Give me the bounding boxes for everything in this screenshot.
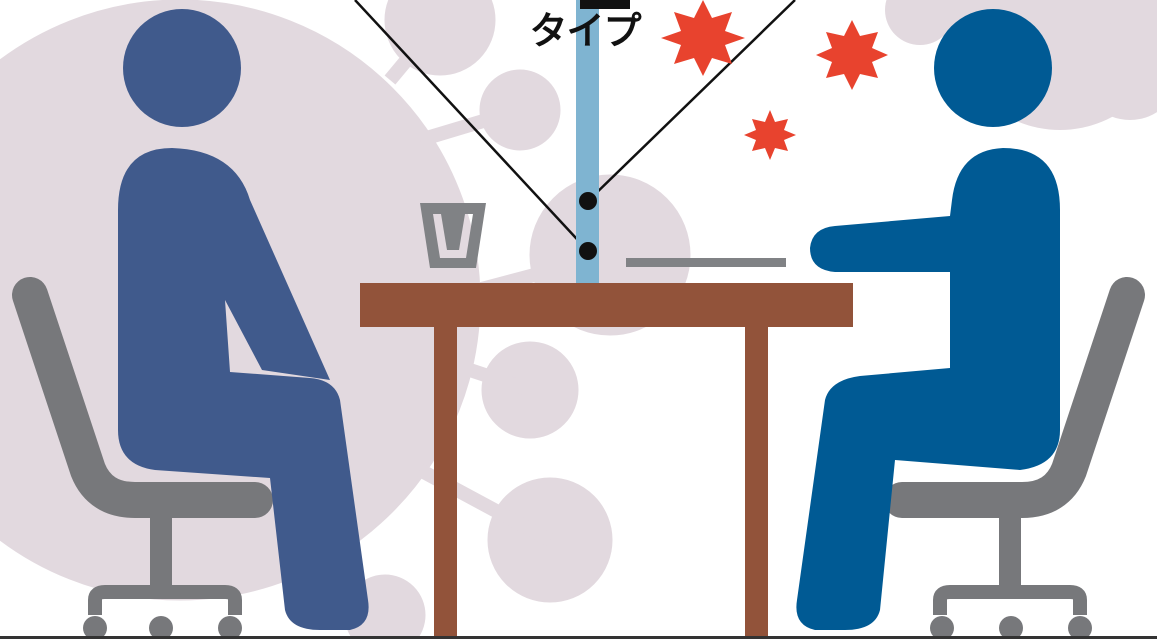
- caption-text: タイプ: [520, 12, 650, 50]
- document-icon: [626, 258, 786, 267]
- glass-icon: [420, 203, 486, 268]
- partition-marker-top: [579, 192, 597, 210]
- caption-top-bar: [580, 0, 630, 9]
- partition-marker-bottom: [579, 242, 597, 260]
- droplet-burst-icon: [661, 0, 888, 160]
